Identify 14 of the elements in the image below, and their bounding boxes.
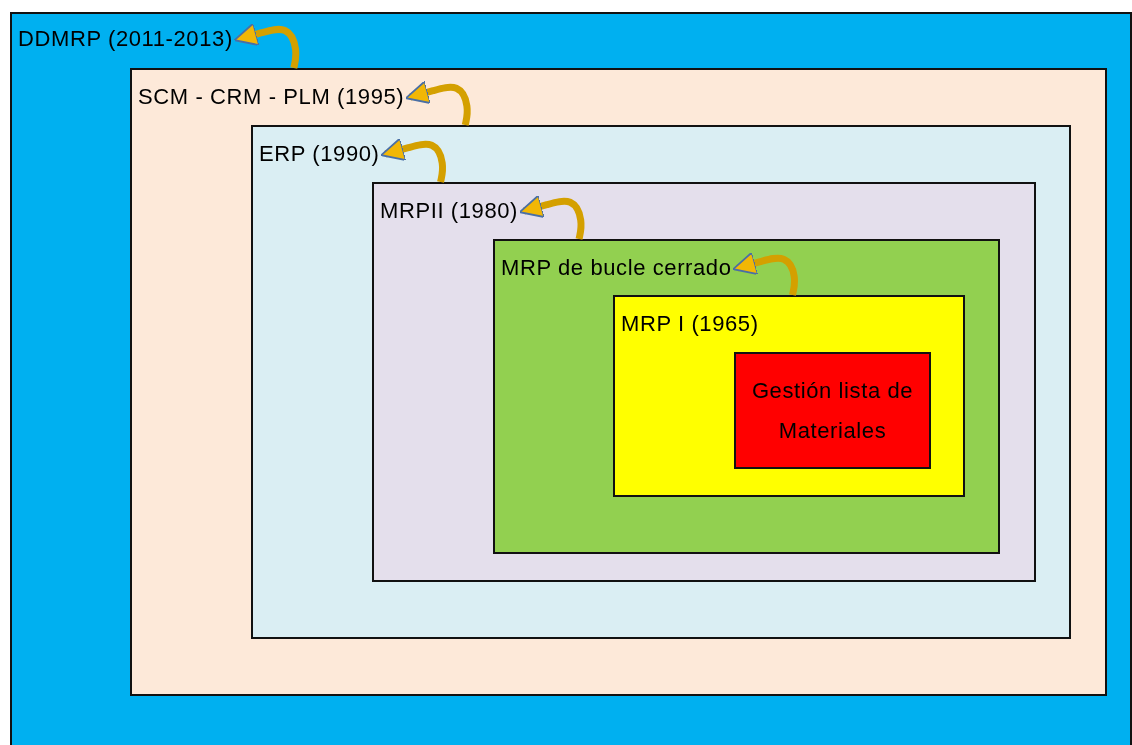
box-label: DDMRP (2011-2013) xyxy=(18,26,233,52)
nested-box xyxy=(734,352,931,469)
box-label: MRPII (1980) xyxy=(380,198,519,224)
nested-box xyxy=(372,182,1036,582)
nested-box xyxy=(10,12,1132,745)
box-label: MRP de bucle cerrado xyxy=(501,255,732,281)
box-label: ERP (1990) xyxy=(259,141,380,167)
box-label: SCM - CRM - PLM (1995) xyxy=(138,84,405,110)
nested-box xyxy=(130,68,1107,696)
box-label: MRP I (1965) xyxy=(621,311,759,337)
nested-box xyxy=(613,295,965,497)
nested-box xyxy=(251,125,1071,639)
box-label: Gestión lista de Materiales xyxy=(750,376,915,445)
nested-box xyxy=(493,239,1000,554)
